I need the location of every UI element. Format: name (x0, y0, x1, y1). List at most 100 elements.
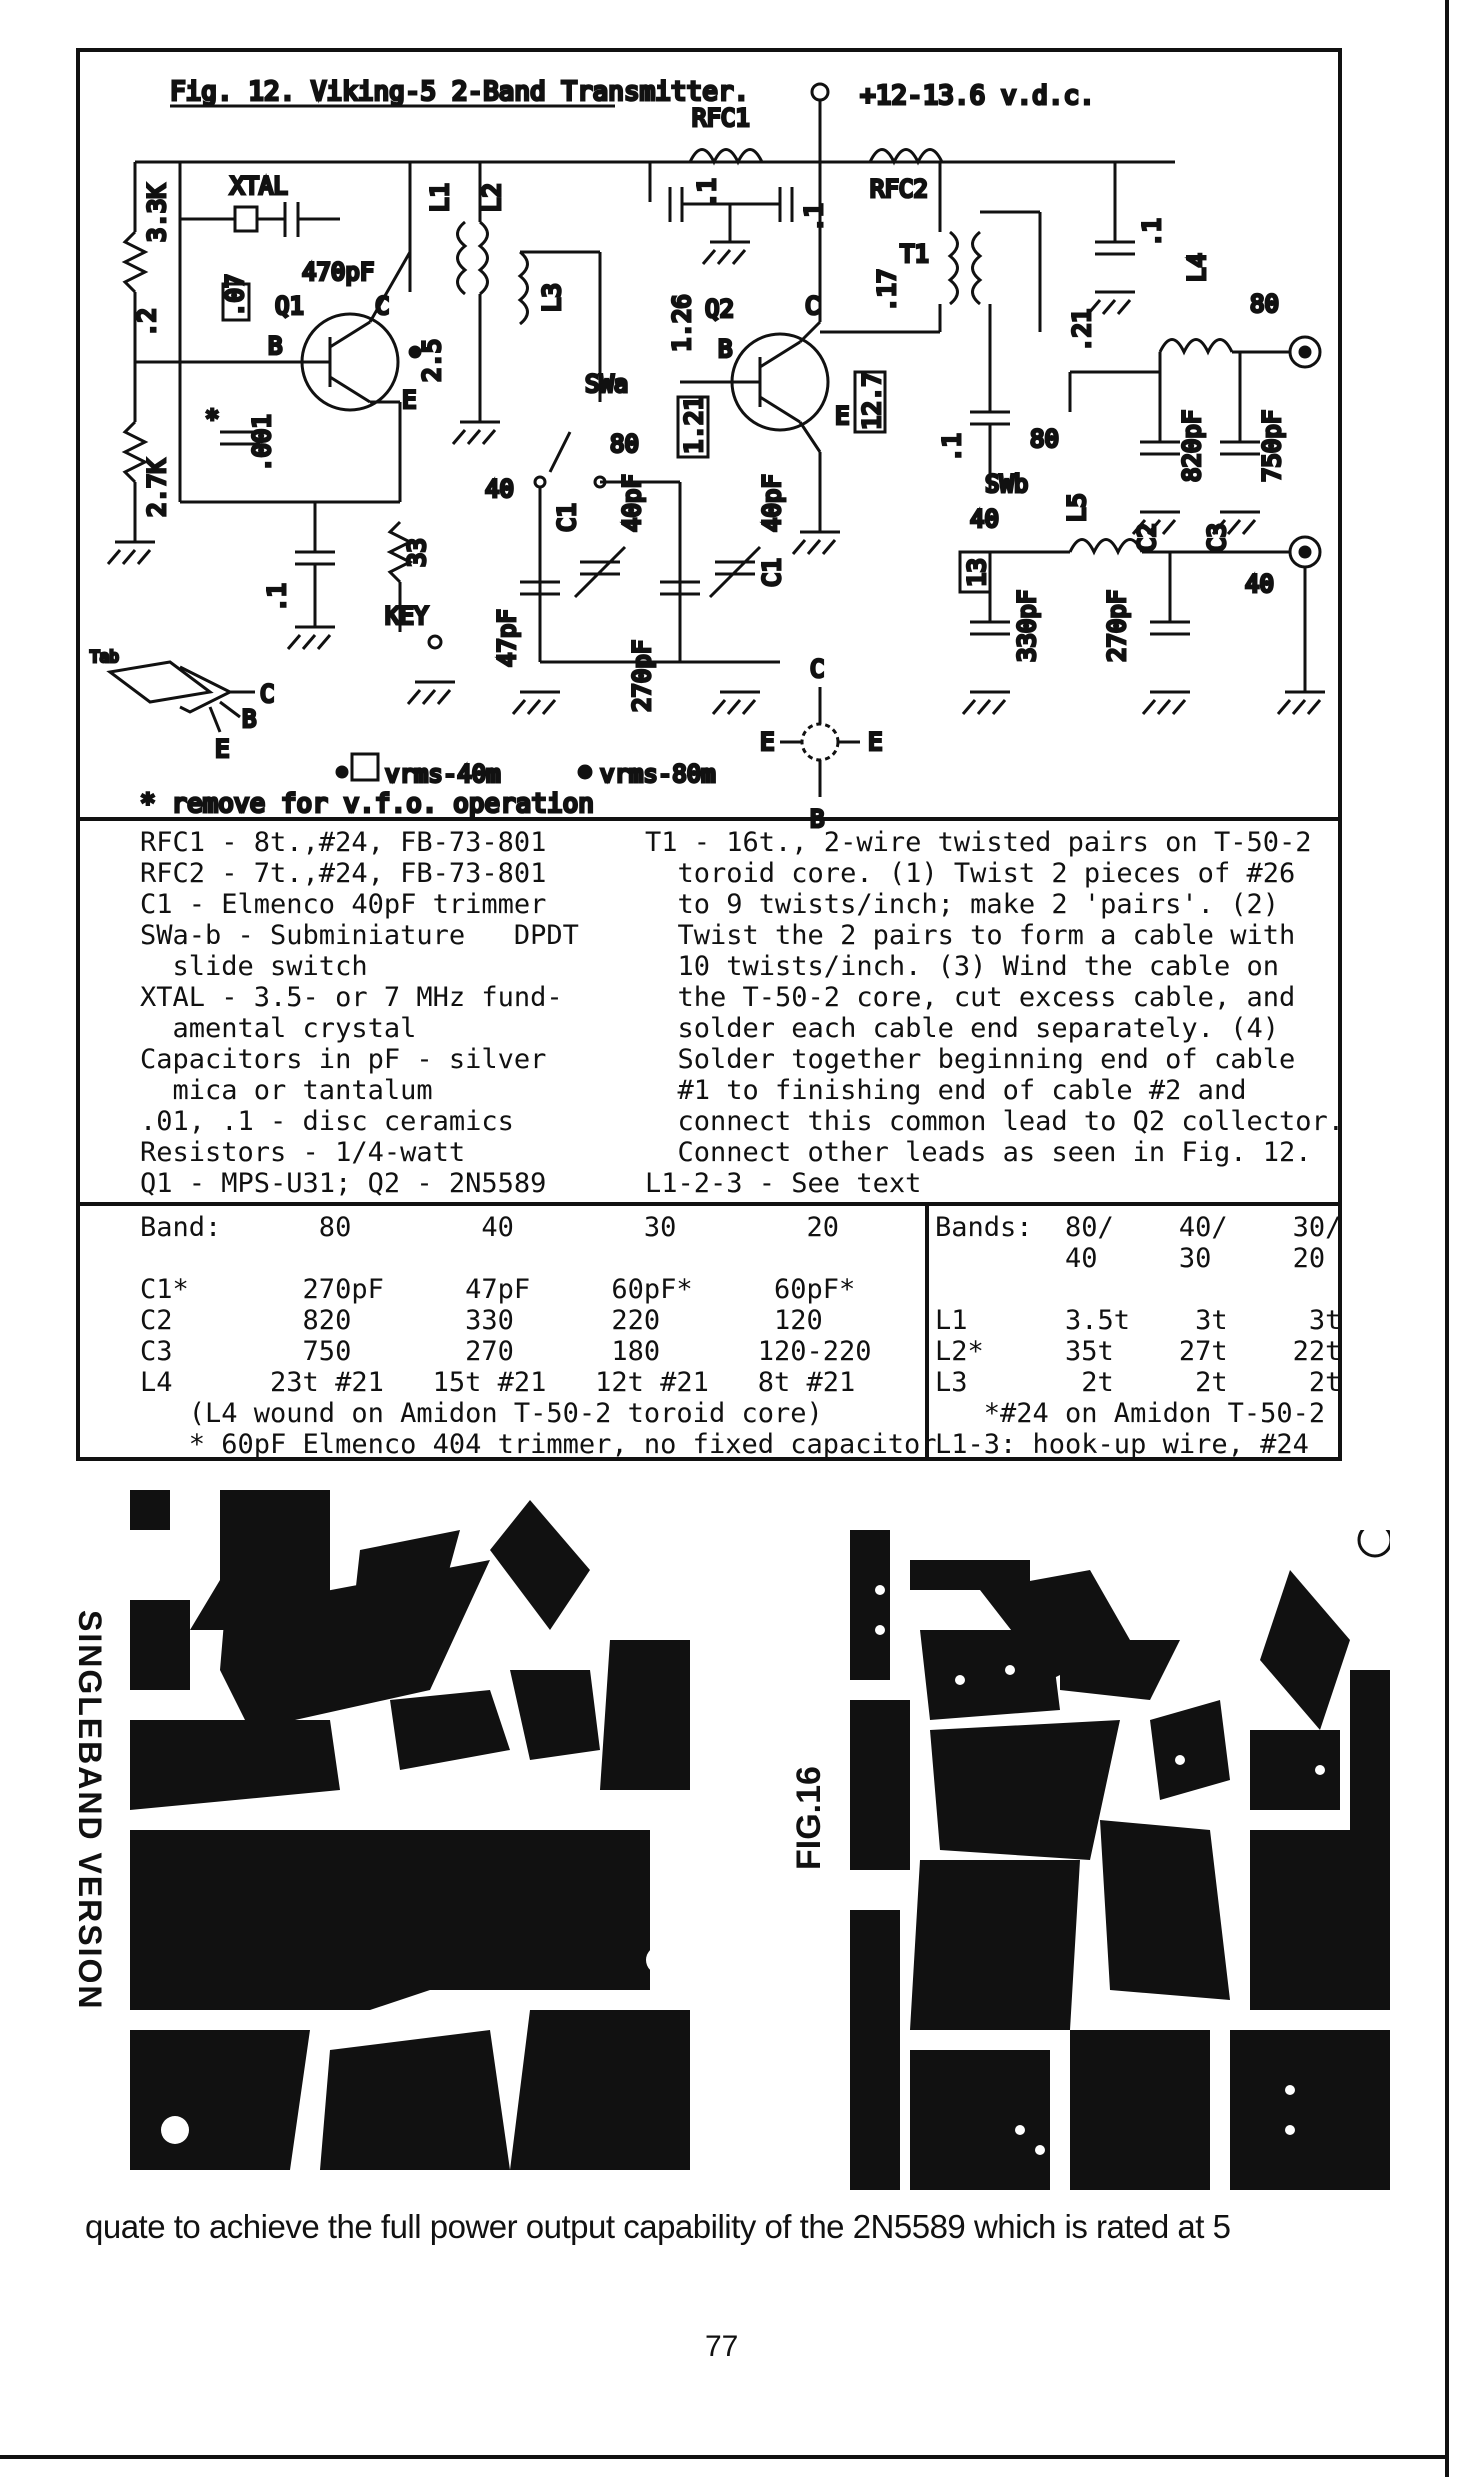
pcb-traces-right (850, 1530, 1390, 2190)
legend-dot-label: vrms-80m (600, 760, 716, 788)
parts-note-line: the T-50-2 core, cut excess cable, and (645, 982, 1296, 1013)
q2-b-label: B (718, 335, 732, 363)
r-33 (386, 520, 414, 584)
parts-list-line: RFC2 - 7t.,#24, FB-73-801 (140, 858, 547, 889)
r-2-7k (121, 420, 149, 484)
c1b-name-label: C1 (758, 558, 786, 587)
l4-coil (1158, 338, 1234, 356)
band-table-row: C1* 270pF 47pF 60pF* 60pF* (140, 1274, 856, 1305)
l3-coil (517, 250, 529, 326)
parts-list-line: Q1 - MPS-U31; Q2 - 2N5589 (140, 1168, 547, 1199)
parts-list-line: Resistors - 1/4-watt (140, 1137, 466, 1168)
xtal-label: XTAL (230, 172, 288, 200)
supply-terminal (810, 82, 830, 102)
coil-table-row: *#24 on Amidon T-50-2 (935, 1398, 1326, 1429)
swb-label: SWb (985, 470, 1028, 498)
c40pf-a-label: 40pF (618, 474, 646, 532)
q2-label: Q2 (705, 295, 734, 323)
c3-label: C3 (1203, 523, 1231, 552)
l5-coil (1068, 538, 1144, 556)
v17-label: .17 (873, 269, 901, 312)
body-text-line: quate to achieve the full power output c… (85, 2208, 1231, 2245)
coil-winding-table: Bands: 80/ 40/ 30/ 40 30 20 L1 3.5t 3t 3… (935, 1212, 1341, 1460)
page-edge-right (1445, 0, 1449, 2477)
v25-label: 2.5 (418, 339, 446, 382)
c-330pf (970, 620, 1010, 636)
l5-label: L5 (1063, 493, 1091, 522)
rfc1-label: RFC1 (692, 104, 750, 132)
c-270pf-b (1150, 620, 1190, 636)
c-0-001 (220, 430, 260, 446)
rfc2-label: RFC2 (870, 175, 928, 203)
c1a-name-label: C1 (553, 503, 581, 532)
c40pf-b-label: 40pF (758, 474, 786, 532)
pcb-mount-hole-a (646, 1946, 674, 1974)
c-0-1-t1 (970, 410, 1010, 426)
c820-label: 820pF (1178, 410, 1206, 482)
coil-table-row (935, 1274, 1341, 1305)
pcb-foil-side (850, 1522, 1393, 2190)
pinout-c-label: C (810, 655, 824, 683)
r-3-3k (121, 230, 149, 294)
pcb-traces-left (130, 1490, 690, 2170)
xtal-symbol (233, 205, 259, 233)
parts-list-line: .01, .1 - disc ceramics (140, 1106, 514, 1137)
band-component-table: Band: 80 40 30 20 C1* 270pF 47pF 60pF* 6… (140, 1212, 937, 1460)
parts-list-right: T1 - 16t., 2-wire twisted pairs on T-50-… (645, 827, 1344, 1199)
swa-switch (548, 431, 572, 473)
c-0-1-supply (1095, 240, 1135, 256)
page-number: 77 (705, 2330, 739, 2363)
swb-40-label: 40 (970, 505, 999, 533)
coil-table-row: L3 2t 2t 2t (935, 1367, 1342, 1398)
band-table-row: C2 820 330 220 120 (140, 1305, 823, 1336)
coil-table-row: 40 30 20 (935, 1243, 1326, 1274)
parts-note-line: solder each cable end separately. (4) (645, 1013, 1279, 1044)
parts-list-line: XTAL - 3.5- or 7 MHz fund- (140, 982, 563, 1013)
tab-c-label: C (260, 680, 274, 708)
key-terminal (427, 634, 443, 650)
pcb-component-side (130, 1490, 690, 2170)
pcb-mount-hole-b (161, 2116, 189, 2144)
figure-12-box: Fig. 12. Viking-5 2-Band Transmitter. +1… (76, 48, 1344, 1461)
c47-label: 47pF (493, 609, 521, 667)
schematic-diagram: Fig. 12. Viking-5 2-Band Transmitter. +1… (89, 76, 1325, 835)
rfc2-coil (868, 148, 944, 166)
q2-c-label: C (805, 292, 819, 320)
c750-label: 750pF (1258, 410, 1286, 482)
supply-label: +12-13.6 v.d.c. (860, 81, 1095, 111)
coil-table-row: L1 3.5t 3t 3t (935, 1305, 1342, 1336)
parts-note-line: to 9 twists/inch; make 2 'pairs'. (2) (645, 889, 1279, 920)
pinout-e-left-label: E (760, 728, 774, 756)
divider-tables (80, 1202, 1338, 1206)
parts-list-line: mica or tantalum (140, 1075, 433, 1106)
key-label: KEY (385, 602, 429, 630)
pinout-symbol (800, 722, 840, 762)
v07-label: .07 (221, 274, 249, 317)
v13-label: 13 (963, 558, 991, 587)
parts-list-line: amental crystal (140, 1013, 417, 1044)
t1-primary (947, 230, 959, 306)
c1-trimmer-a (573, 545, 627, 599)
c-47pf (520, 580, 560, 596)
band-table-row: Band: 80 40 30 20 (140, 1212, 839, 1243)
l4-label: L4 (1183, 253, 1211, 282)
tab-label: Tab (90, 647, 119, 666)
v-0-07-box (221, 282, 251, 322)
v127-box (853, 370, 887, 434)
v121-label: 1.21 (680, 396, 708, 454)
band-table-row: * 60pF Elmenco 404 trimmer, no fixed cap… (140, 1429, 937, 1460)
t1-label: T1 (900, 240, 929, 268)
q1-c-label: C (375, 292, 389, 320)
parts-note-line: Connect other leads as seen in Fig. 12. (645, 1137, 1312, 1168)
parts-note-line: Solder together beginning end of cable (645, 1044, 1296, 1075)
c330-label: 330pF (1013, 590, 1041, 662)
parts-note-line: toroid core. (1) Twist 2 pieces of #26 (645, 858, 1296, 889)
r27k-label: 2.7K (143, 459, 171, 517)
parts-list-line: C1 - Elmenco 40pF trimmer (140, 889, 547, 920)
c-0-1-bypass-b (778, 187, 794, 222)
figure-title: Fig. 12. Viking-5 2-Band Transmitter. (170, 77, 749, 107)
v121-box (676, 395, 710, 459)
q1-b-label: B (268, 332, 282, 360)
parts-list-line: slide switch (140, 951, 368, 982)
